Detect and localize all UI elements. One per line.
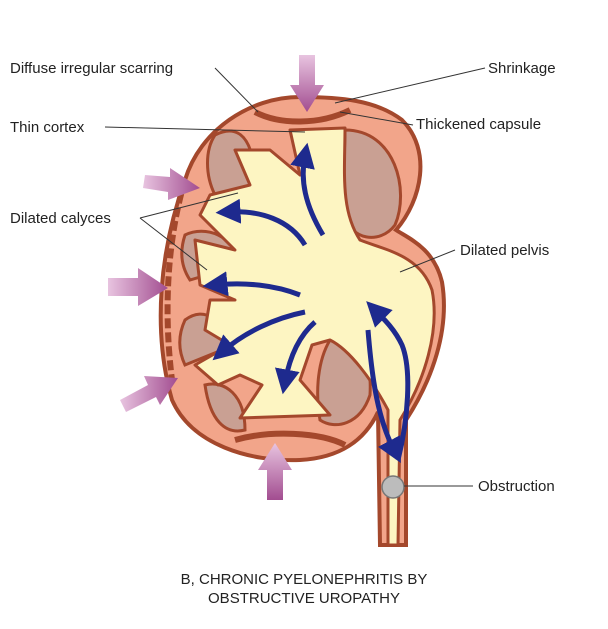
label-diffuse-scarring: Diffuse irregular scarring: [10, 60, 174, 77]
label-thickened-capsule: Thickened capsule: [416, 116, 542, 133]
obstruction-stone: [381, 475, 405, 499]
label-shrinkage: Shrinkage: [488, 60, 556, 77]
label-dilated-pelvis: Dilated pelvis: [460, 242, 550, 259]
caption-line-2: OBSTRUCTIVE UROPATHY: [208, 590, 400, 607]
label-obstruction: Obstruction: [478, 478, 555, 495]
leader-lines: [104, 67, 486, 487]
label-thin-cortex: Thin cortex: [10, 119, 85, 136]
caption-line-1: B, CHRONIC PYELONEPHRITIS BY: [180, 571, 428, 588]
external-pressure-arrows: [108, 55, 324, 500]
label-dilated-calyces: Dilated calyces: [10, 210, 111, 227]
urine-flow-arrows: [202, 142, 411, 464]
